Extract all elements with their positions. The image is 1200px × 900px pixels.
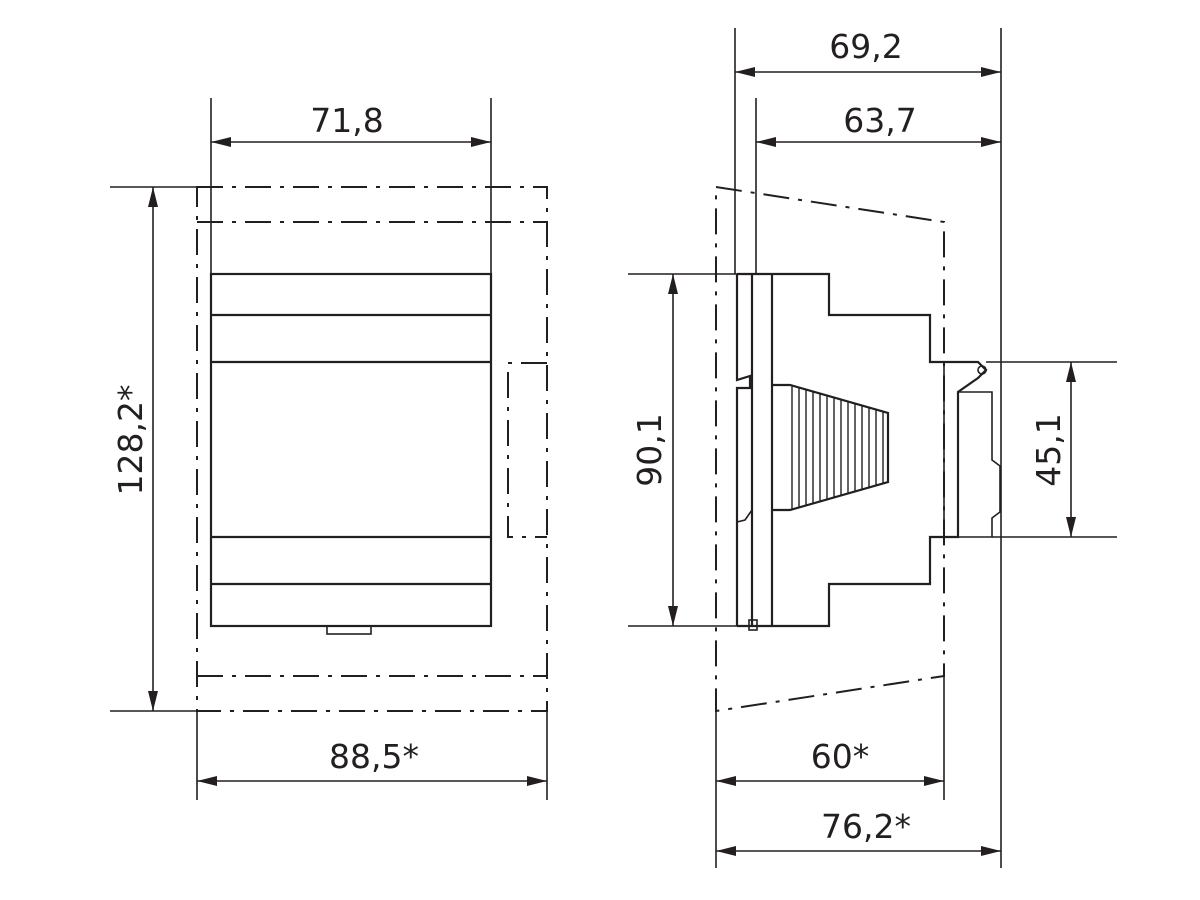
dim-side-depth-bottom-inner: 60* bbox=[715, 676, 945, 868]
dim-label-76-2: 76,2* bbox=[821, 807, 911, 846]
front-view: 71,8 88,5* 128,2* bbox=[110, 98, 548, 800]
dim-label-128-2: 128,2* bbox=[111, 385, 150, 496]
dim-label-45-1: 45,1 bbox=[1029, 413, 1068, 486]
dim-label-90-1: 90,1 bbox=[630, 413, 669, 486]
front-envelope-outer bbox=[196, 186, 548, 712]
dim-front-width-overall: 88,5* bbox=[196, 711, 548, 800]
front-device-body bbox=[209, 272, 493, 635]
side-device-body bbox=[735, 272, 1001, 631]
front-rail-clip bbox=[326, 625, 372, 635]
dim-label-71-8: 71,8 bbox=[310, 101, 383, 140]
dim-side-height-device: 90,1 bbox=[628, 273, 737, 627]
dim-side-rail-height: 45,1 bbox=[986, 361, 1117, 538]
rail-clip-pivot bbox=[977, 365, 987, 375]
dim-front-height-overall: 128,2* bbox=[110, 186, 197, 712]
dim-label-60: 60* bbox=[811, 737, 870, 776]
dim-front-width-device: 71,8 bbox=[210, 98, 492, 274]
side-view: 69,2 63,7 90,1 45,1 60* bbox=[628, 27, 1117, 868]
dim-side-depth-bottom-outer: 76,2* bbox=[716, 807, 1001, 856]
side-envelope bbox=[715, 185, 945, 713]
dim-label-69-2: 69,2 bbox=[829, 27, 902, 66]
dim-label-63-7: 63,7 bbox=[843, 101, 916, 140]
side-terminal-ribs bbox=[791, 386, 884, 509]
front-envelope-side-box bbox=[507, 362, 547, 538]
dim-side-depth-top-inner: 63,7 bbox=[755, 98, 1001, 274]
dim-side-depth-top-outer: 69,2 bbox=[734, 27, 1002, 868]
dim-label-88-5: 88,5* bbox=[329, 737, 419, 776]
